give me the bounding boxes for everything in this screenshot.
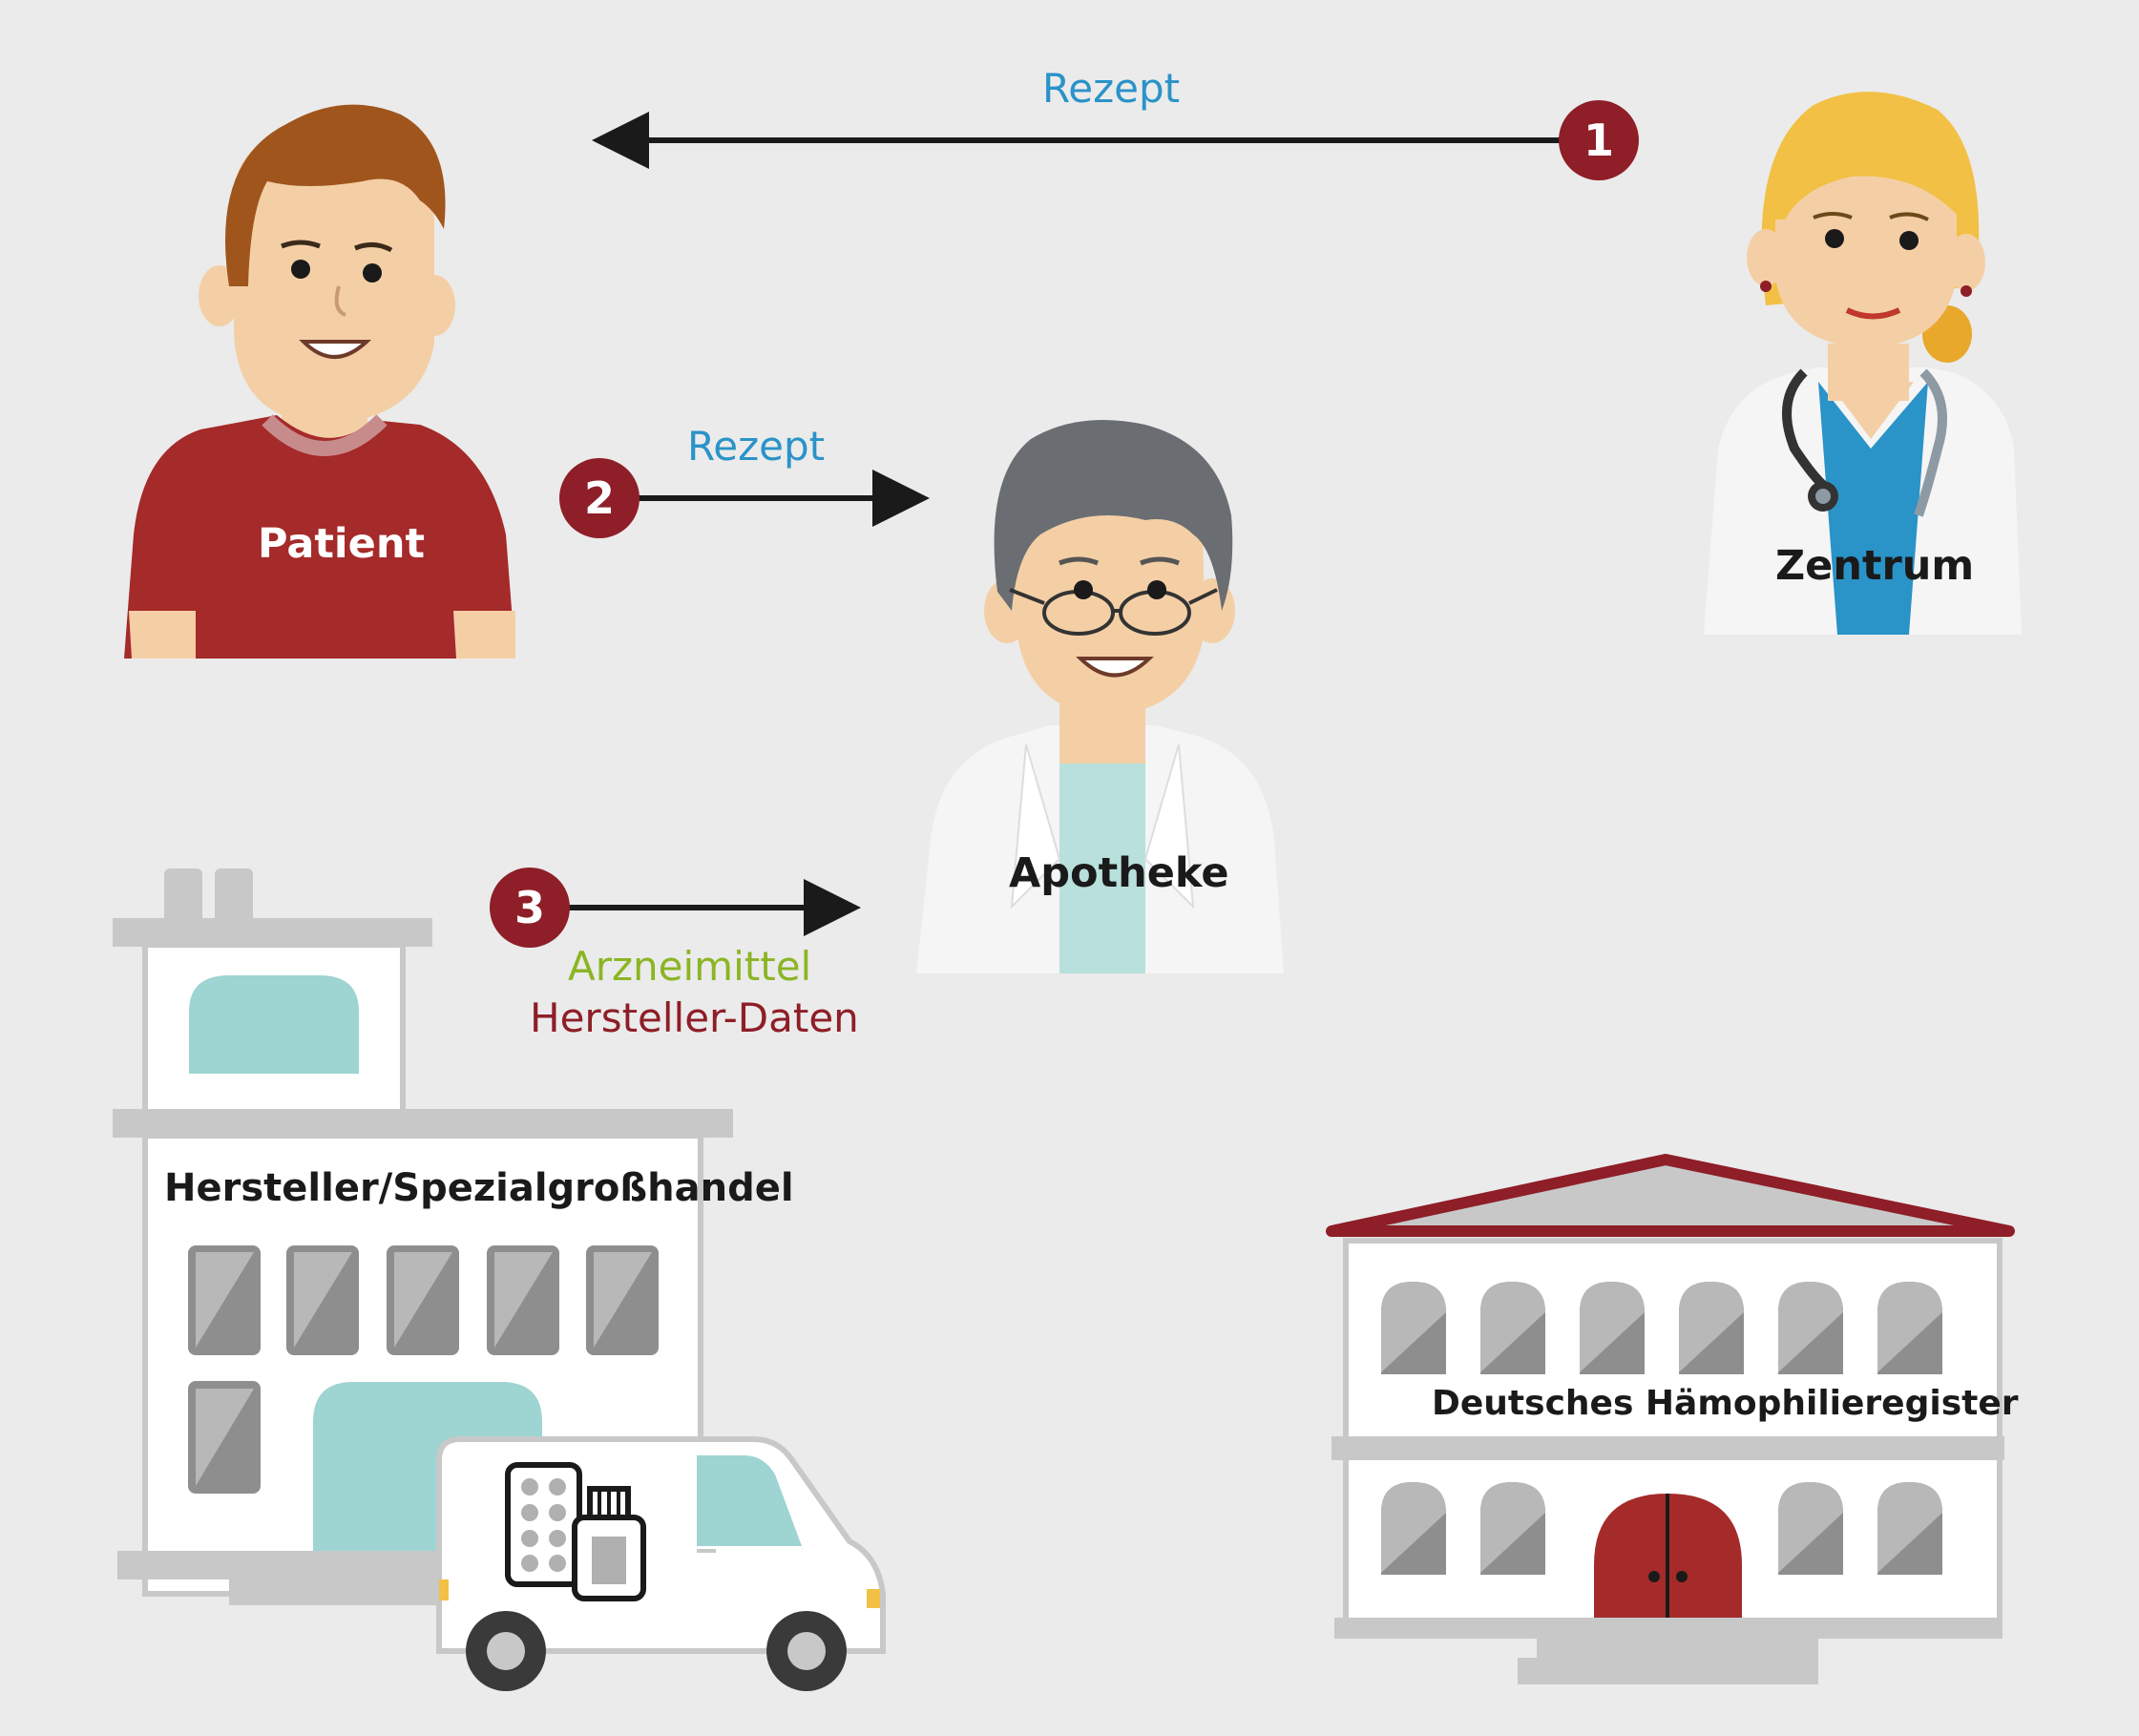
pharmacist-figure: [916, 420, 1284, 973]
registry-label: Deutsches Hämophilieregister: [1432, 1384, 2019, 1423]
svg-text:2: 2: [584, 472, 615, 524]
flow-label-3-hersteller-daten: Hersteller-Daten: [530, 994, 859, 1041]
manufacturer-windows: [188, 1245, 659, 1494]
step-badge-2: 2: [559, 458, 640, 538]
flow-label-3-arzneimittel: Arzneimittel: [568, 943, 812, 990]
step-badge-1: 1: [1559, 100, 1639, 180]
manufacturer-label: Hersteller/Spezialgroßhandel: [164, 1166, 794, 1210]
patient-label: Patient: [258, 520, 426, 568]
step-badge-3: 3: [490, 868, 570, 948]
flow-label-1: Rezept: [1042, 65, 1181, 112]
delivery-van: [436, 1436, 886, 1691]
flow-label-2: Rezept: [687, 423, 826, 470]
patient-figure: [124, 104, 515, 659]
svg-text:1: 1: [1583, 115, 1614, 166]
center-label: Zentrum: [1775, 542, 1975, 590]
registry-building: [1326, 1154, 2015, 1684]
doctor-figure: [1704, 92, 2022, 635]
manufacturer-building: [113, 868, 733, 1605]
medicine-package-icon: [505, 1462, 646, 1601]
svg-text:3: 3: [514, 882, 545, 933]
registry-windows: [1381, 1282, 1942, 1575]
pharmacy-label: Apotheke: [1009, 849, 1229, 897]
